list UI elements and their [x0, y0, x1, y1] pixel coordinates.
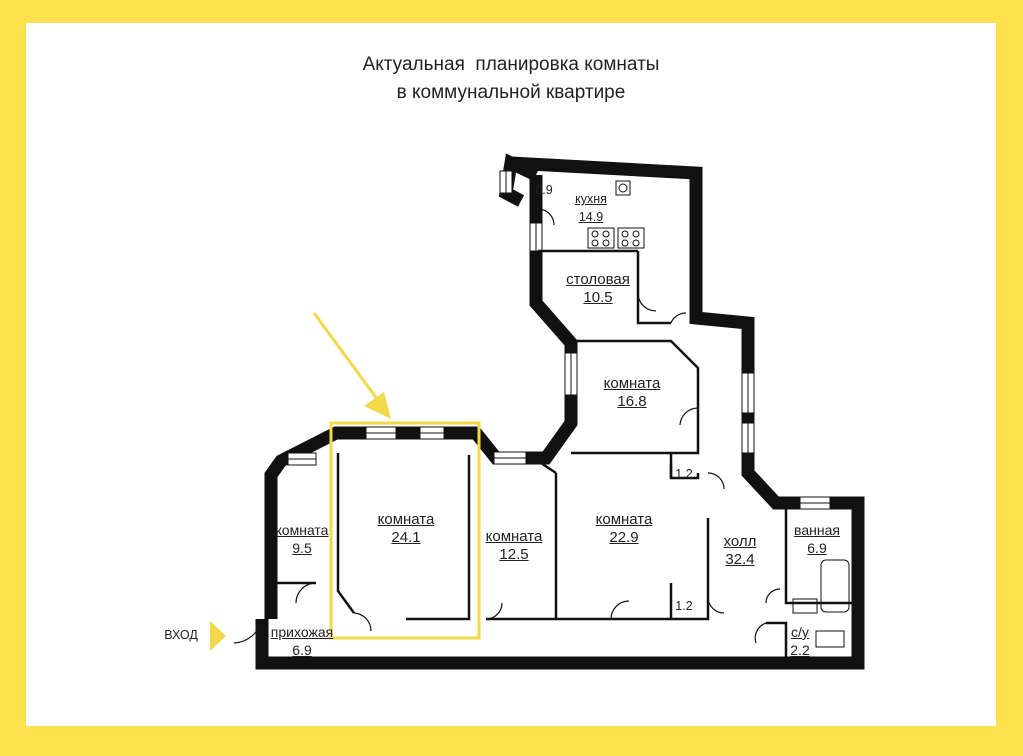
exterior-walls — [255, 153, 865, 670]
dining-label: столовая 10.5 — [566, 271, 630, 306]
floor-plan-card: Актуальная планировка комнаты в коммунал… — [26, 23, 996, 726]
entrance-label: ВХОД — [164, 628, 198, 642]
doors — [233, 208, 781, 644]
title-line-1: Актуальная планировка комнаты — [362, 54, 660, 75]
wc-label: с/у 2.2 — [790, 624, 810, 658]
pantry-label: 0.9 — [535, 183, 553, 197]
bath-label: ванная 6.9 — [794, 522, 840, 556]
room-9-label: комната 9.5 — [275, 522, 329, 556]
hall-label: холл 32.4 — [723, 533, 757, 568]
windows — [287, 170, 831, 510]
page-title: Актуальная планировка комнаты в коммунал… — [26, 51, 996, 107]
room-12-label: комната 12.5 — [485, 528, 543, 563]
closet-1-label: 1.2 — [675, 467, 693, 481]
interior-walls — [271, 249, 858, 663]
kitchen-label: кухня 14.9 — [575, 192, 607, 224]
closet-2-label: 1.2 — [675, 599, 693, 613]
room-16-label: комната 16.8 — [603, 375, 661, 410]
entry-hall-label: прихожая 6.9 — [270, 624, 334, 658]
room-22-label: комната 22.9 — [595, 511, 653, 546]
room-24-label: комната 24.1 — [377, 511, 435, 546]
fixtures — [587, 180, 850, 648]
highlight-frame — [329, 421, 481, 640]
pointer-arrow-icon — [312, 312, 391, 419]
entrance-arrow-icon — [210, 621, 226, 651]
title-line-2: в коммунальной квартире — [396, 82, 626, 103]
floor-plan-drawing — [210, 153, 865, 670]
